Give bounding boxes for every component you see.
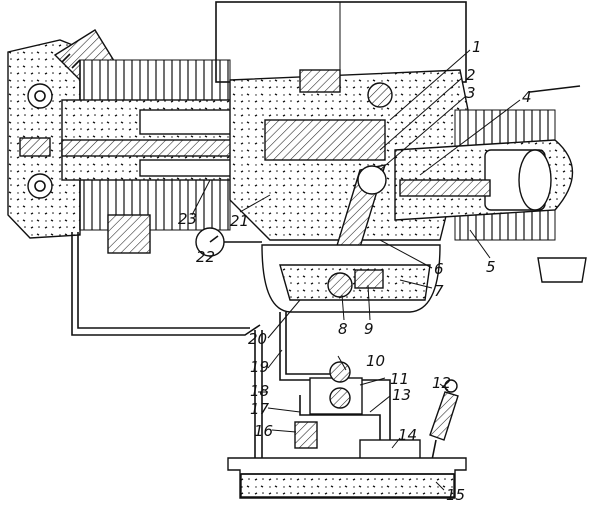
oil-lines [71, 232, 391, 470]
callout-4: 4 [522, 88, 532, 106]
callout-2: 2 [466, 66, 476, 84]
callout-7: 7 [434, 282, 444, 300]
callout-10: 10 [366, 352, 385, 370]
callout-3: 3 [466, 84, 476, 102]
callout-14: 14 [398, 426, 417, 444]
oil-sump-upper [261, 244, 441, 313]
callout-15: 15 [446, 486, 465, 504]
callout-20: 20 [248, 330, 267, 348]
oil-tank [227, 457, 467, 499]
callout-6: 6 [434, 260, 444, 278]
callout-5: 5 [486, 258, 496, 276]
callout-12: 12 [432, 374, 451, 392]
callout-22: 22 [196, 248, 215, 266]
callout-16: 16 [254, 422, 273, 440]
callout-1: 1 [472, 38, 482, 56]
callout-23: 23 [178, 210, 197, 228]
right-pushrod-tube [529, 85, 587, 283]
callout-11: 11 [390, 370, 409, 388]
right-cylinder-barrel [394, 139, 574, 221]
relief-valve [294, 421, 318, 449]
callout-17: 17 [250, 400, 270, 418]
callout-18: 18 [250, 382, 269, 400]
oil-pressure-gauge [195, 227, 262, 257]
callout-19: 19 [250, 358, 269, 376]
callout-13: 13 [392, 386, 411, 404]
leader-lines [191, 49, 521, 491]
callout-8: 8 [338, 320, 348, 338]
callout-21: 21 [230, 212, 249, 230]
left-cylinder-head [7, 39, 81, 239]
left-pushrod-tube [107, 214, 151, 254]
crankcase-upper-block [215, 1, 467, 83]
callout-labels: 1 2 3 4 5 6 7 8 9 10 11 12 13 14 15 16 1… [178, 38, 532, 504]
gear-oil-pump [309, 361, 363, 415]
callout-9: 9 [364, 320, 374, 338]
